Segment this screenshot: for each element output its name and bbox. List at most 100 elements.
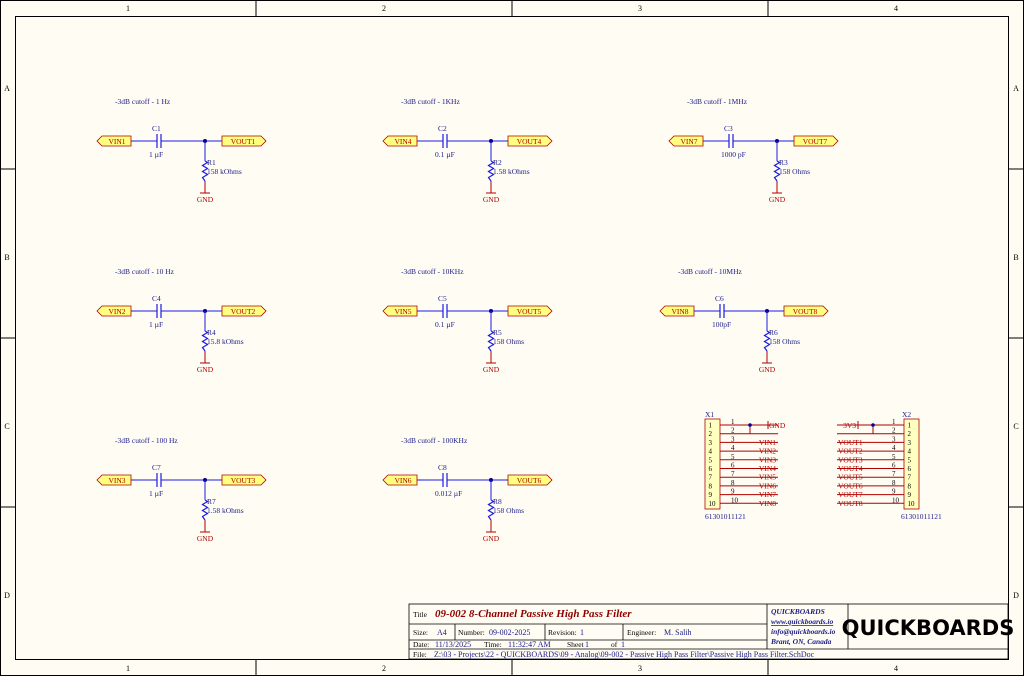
pin-number-outer: 9	[731, 488, 735, 496]
ground-label: GND	[197, 534, 214, 543]
company-name: QUICKBOARDS	[771, 607, 825, 616]
zone-row-c-right: C	[1013, 422, 1018, 431]
resistor-designator: R3	[779, 158, 788, 167]
sheet-label: Sheet	[567, 640, 585, 649]
output-port-label: VOUT5	[517, 307, 542, 316]
resistor-designator: R2	[493, 158, 502, 167]
pin-number-inner: 5	[709, 456, 713, 464]
connector-body	[903, 418, 920, 510]
capacitor-designator: C5	[438, 294, 447, 303]
capacitor-designator: C1	[152, 124, 161, 133]
capacitor-designator: C6	[715, 294, 724, 303]
net-label: VIN3	[759, 455, 776, 464]
engineer-label: Engineer:	[627, 628, 656, 637]
cutoff-label: -3dB cutoff - 1MHz	[687, 97, 748, 106]
zone-col-4-top: 4	[894, 4, 898, 13]
pin-number-inner: 4	[709, 448, 713, 456]
net-label: VOUT7	[838, 490, 863, 499]
zone-row-c-left: C	[4, 422, 9, 431]
zone-row-b-right: B	[1013, 253, 1018, 262]
output-port-label: VOUT7	[803, 137, 828, 146]
size-value: A4	[437, 628, 447, 637]
pin-number-outer: 2	[892, 427, 896, 435]
connector-body	[704, 418, 721, 510]
resistor-value: 158 Ohms	[779, 167, 810, 176]
connector-part-number: 61301011121	[901, 512, 942, 521]
ground-label: GND	[769, 195, 786, 204]
resistor-value: 1.58 kOhms	[493, 167, 530, 176]
filter-c6: -3dB cutoff - 10MHzVIN8C6100pFVOUT8R6158…	[659, 267, 829, 374]
cutoff-label: -3dB cutoff - 1KHz	[401, 97, 460, 106]
pin-number-inner: 7	[908, 474, 912, 482]
resistor-value: 158 Ohms	[493, 506, 524, 515]
output-port-label: VOUT3	[231, 476, 256, 485]
pin-number-outer: 5	[731, 453, 735, 461]
resistor-body	[201, 499, 209, 521]
company-email[interactable]: info@quickboards.io	[771, 627, 836, 636]
capacitor-value: 0.012 µF	[435, 489, 462, 498]
capacitor-designator: C4	[152, 294, 161, 303]
output-port-label: VOUT8	[793, 307, 818, 316]
resistor-body	[763, 330, 771, 352]
output-port-label: VOUT1	[231, 137, 256, 146]
pin-number-outer: 7	[731, 470, 735, 478]
pin-number-outer: 1	[892, 418, 896, 426]
time-value: 11:32:47 AM	[508, 640, 551, 649]
resistor-designator: R4	[207, 328, 216, 337]
number-value: 09-002-2025	[489, 628, 530, 637]
connector-x2: X261301011121112233VOUT144VOUT255VOUT366…	[837, 410, 942, 521]
resistor-designator: R6	[769, 328, 778, 337]
zone-col-1-bottom: 1	[126, 664, 130, 673]
input-port-label: VIN1	[108, 137, 125, 146]
input-port-label: VIN6	[394, 476, 411, 485]
pin-number-inner: 1	[709, 422, 713, 430]
output-port-label: VOUT4	[517, 137, 542, 146]
net-label: VIN7	[759, 490, 776, 499]
resistor-body	[773, 160, 781, 182]
size-label: Size:	[413, 628, 428, 637]
resistor-body	[201, 160, 209, 182]
engineer-value: M. Salih	[664, 628, 692, 637]
pin-number-outer: 10	[731, 496, 739, 504]
zone-labels: 1 2 3 4 1 2 3 4 A B C D A B C D	[4, 4, 1019, 673]
capacitor-designator: C7	[152, 463, 161, 472]
pin-number-outer: 6	[731, 462, 735, 470]
ground-label: GND	[197, 365, 214, 374]
output-port	[221, 305, 267, 317]
input-port-label: VIN8	[671, 307, 688, 316]
zone-row-a-left: A	[4, 84, 10, 93]
date-value: 11/13/2025	[435, 640, 471, 649]
net-label: VOUT3	[838, 455, 863, 464]
pin-number-inner: 3	[709, 439, 713, 447]
zone-row-d-left: D	[4, 591, 10, 600]
file-label: File:	[413, 650, 427, 659]
net-label: VOUT5	[838, 473, 863, 482]
capacitor-designator: C2	[438, 124, 447, 133]
pin-number-inner: 4	[908, 448, 912, 456]
net-label: VIN8	[759, 499, 776, 508]
pin-number-inner: 8	[908, 482, 912, 490]
pin-number-outer: 2	[731, 427, 735, 435]
capacitor-value: 1000 pF	[721, 150, 746, 159]
company-website[interactable]: www.quickboards.io	[771, 617, 833, 626]
pin-number-outer: 8	[892, 479, 896, 487]
zone-row-a-right: A	[1013, 84, 1019, 93]
company-logo: QUICKBOARDS	[842, 616, 1015, 640]
title-label: Title	[413, 610, 428, 619]
resistor-designator: R5	[493, 328, 502, 337]
output-port-label: VOUT6	[517, 476, 542, 485]
pin-number-inner: 3	[908, 439, 912, 447]
pin-number-inner: 2	[709, 430, 713, 438]
output-port	[221, 474, 267, 486]
resistor-designator: R7	[207, 497, 216, 506]
ground-label: GND	[483, 195, 500, 204]
pin-number-outer: 8	[731, 479, 735, 487]
net-label: VIN5	[759, 473, 776, 482]
output-port	[507, 305, 553, 317]
